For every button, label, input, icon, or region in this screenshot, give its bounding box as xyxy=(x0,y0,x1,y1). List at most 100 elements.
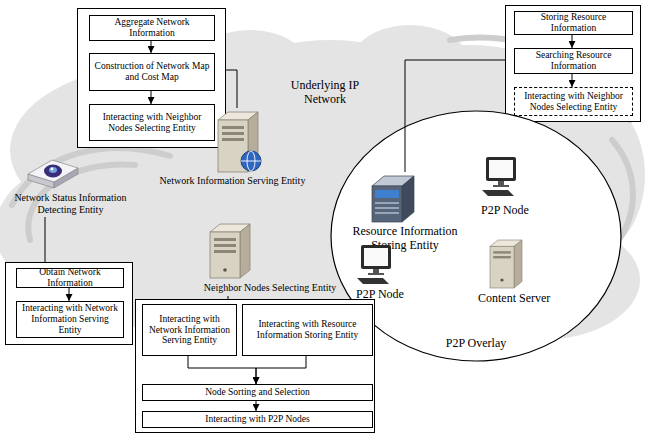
node-text: Interacting with Resource Information St… xyxy=(245,319,370,341)
process-box: Aggregate Network Information xyxy=(89,15,215,41)
connector xyxy=(405,60,505,172)
connector xyxy=(151,91,152,104)
server-slot xyxy=(222,126,244,129)
process-box: Interacting with Resource Information St… xyxy=(242,304,373,356)
process-box: Interacting with Network Information Ser… xyxy=(142,304,237,356)
server-slot xyxy=(214,250,236,253)
rack-panel xyxy=(375,190,399,198)
selector-entity: Neighbor Nodes Selecting Entity xyxy=(195,222,345,296)
node-text: Interacting with Network Information Ser… xyxy=(19,303,121,336)
connector xyxy=(228,296,229,299)
process-box: Interacting with Network Information Ser… xyxy=(16,301,124,338)
node-text: Node Sorting and Selection xyxy=(205,387,310,398)
storage-entity: Resource Information Storing Entity xyxy=(349,172,461,252)
cloud-lobe xyxy=(350,25,470,105)
node-text: Obtain Network Information xyxy=(19,267,121,289)
power-button xyxy=(223,268,227,272)
process-box: Node Sorting and Selection xyxy=(142,384,373,401)
rack-front xyxy=(372,186,402,222)
rack-slot xyxy=(375,212,399,214)
server-slot xyxy=(493,251,511,253)
connector xyxy=(151,41,152,53)
server-front xyxy=(490,246,514,288)
detector-side xyxy=(54,168,78,188)
entity-function-group: Obtain Network InformationInteracting wi… xyxy=(5,262,133,345)
connector xyxy=(256,401,257,411)
keyboard xyxy=(357,278,389,284)
detector-iris xyxy=(49,167,57,173)
server-front xyxy=(218,120,248,172)
connector xyxy=(69,288,70,301)
server-slot xyxy=(222,132,244,135)
connector xyxy=(188,356,256,384)
server-icon xyxy=(218,112,261,172)
node-text: Searching Resource Information xyxy=(517,50,630,72)
server-side xyxy=(240,224,250,278)
process-box: Searching Resource Information xyxy=(514,48,633,74)
server-slot xyxy=(493,256,511,258)
server-top xyxy=(218,112,258,120)
keyboard xyxy=(482,190,514,196)
optional-process-box: Interacting with Neighbor Nodes Selectin… xyxy=(514,87,633,116)
content-server: Content Server xyxy=(478,236,548,306)
node-text: Aggregate Network Information xyxy=(92,17,212,39)
connector xyxy=(226,70,237,108)
cloud-lobe xyxy=(0,160,185,300)
server-slot xyxy=(214,238,236,241)
cloud-label: Underlying IP Network xyxy=(280,78,370,107)
entity-function-group: Storing Resource InformationSearching Re… xyxy=(505,5,641,122)
server-front xyxy=(210,232,240,278)
server-icon xyxy=(210,224,250,278)
entity-function-group: Aggregate Network InformationConstructio… xyxy=(77,8,226,148)
node-text: Resource Information Storing Entity xyxy=(349,224,461,253)
rack-server-icon xyxy=(372,176,414,222)
monitor-screen xyxy=(364,248,388,266)
monitor-frame xyxy=(361,245,391,269)
globe-equator xyxy=(241,161,261,162)
rack-side xyxy=(402,176,414,222)
rack-slot xyxy=(375,207,399,209)
computer-icon xyxy=(482,157,516,196)
rack-top xyxy=(372,176,414,186)
detector-entity: Network Status Information Detecting Ent… xyxy=(3,155,138,217)
server-side xyxy=(248,112,258,172)
monitor-stand xyxy=(373,269,379,273)
connector xyxy=(45,217,46,262)
node-text: Interacting with P2P Nodes xyxy=(205,414,309,425)
server-icon xyxy=(490,240,522,288)
node-text: Network Status Information Detecting Ent… xyxy=(3,192,138,216)
globe-symbol xyxy=(241,151,261,171)
detector-icon xyxy=(28,160,78,188)
process-box: Construction of Network Map and Cost Map xyxy=(89,53,215,91)
node-text: Neighbor Nodes Selecting Entity xyxy=(195,282,345,294)
server-entity: Network Information Serving Entity xyxy=(150,108,315,190)
peer-node: P2P Node xyxy=(350,241,410,303)
server-slot xyxy=(222,138,244,141)
detector-eye xyxy=(44,165,62,178)
monitor-base xyxy=(493,185,509,187)
entity-function-group: Interacting with Network Information Ser… xyxy=(135,299,375,433)
connector xyxy=(572,35,573,48)
power-button xyxy=(500,278,503,281)
connector xyxy=(572,74,573,87)
node-text: Network Information Serving Entity xyxy=(150,175,315,187)
server-top xyxy=(210,224,250,232)
monitor-stand xyxy=(498,181,504,185)
node-text: Interacting with Neighbor Nodes Selectin… xyxy=(92,112,212,134)
process-box: Interacting with P2P Nodes xyxy=(142,411,373,428)
node-text: Interacting with Neighbor Nodes Selectin… xyxy=(517,91,630,113)
detector-highlight xyxy=(51,168,54,171)
node-text: Storing Resource Information xyxy=(517,12,630,34)
server-top xyxy=(490,240,522,246)
server-slot xyxy=(214,244,236,247)
monitor-screen xyxy=(489,160,513,178)
rack-slot xyxy=(375,202,399,204)
process-box: Storing Resource Information xyxy=(514,11,633,35)
computer-icon xyxy=(357,245,391,284)
server-side xyxy=(514,240,522,288)
